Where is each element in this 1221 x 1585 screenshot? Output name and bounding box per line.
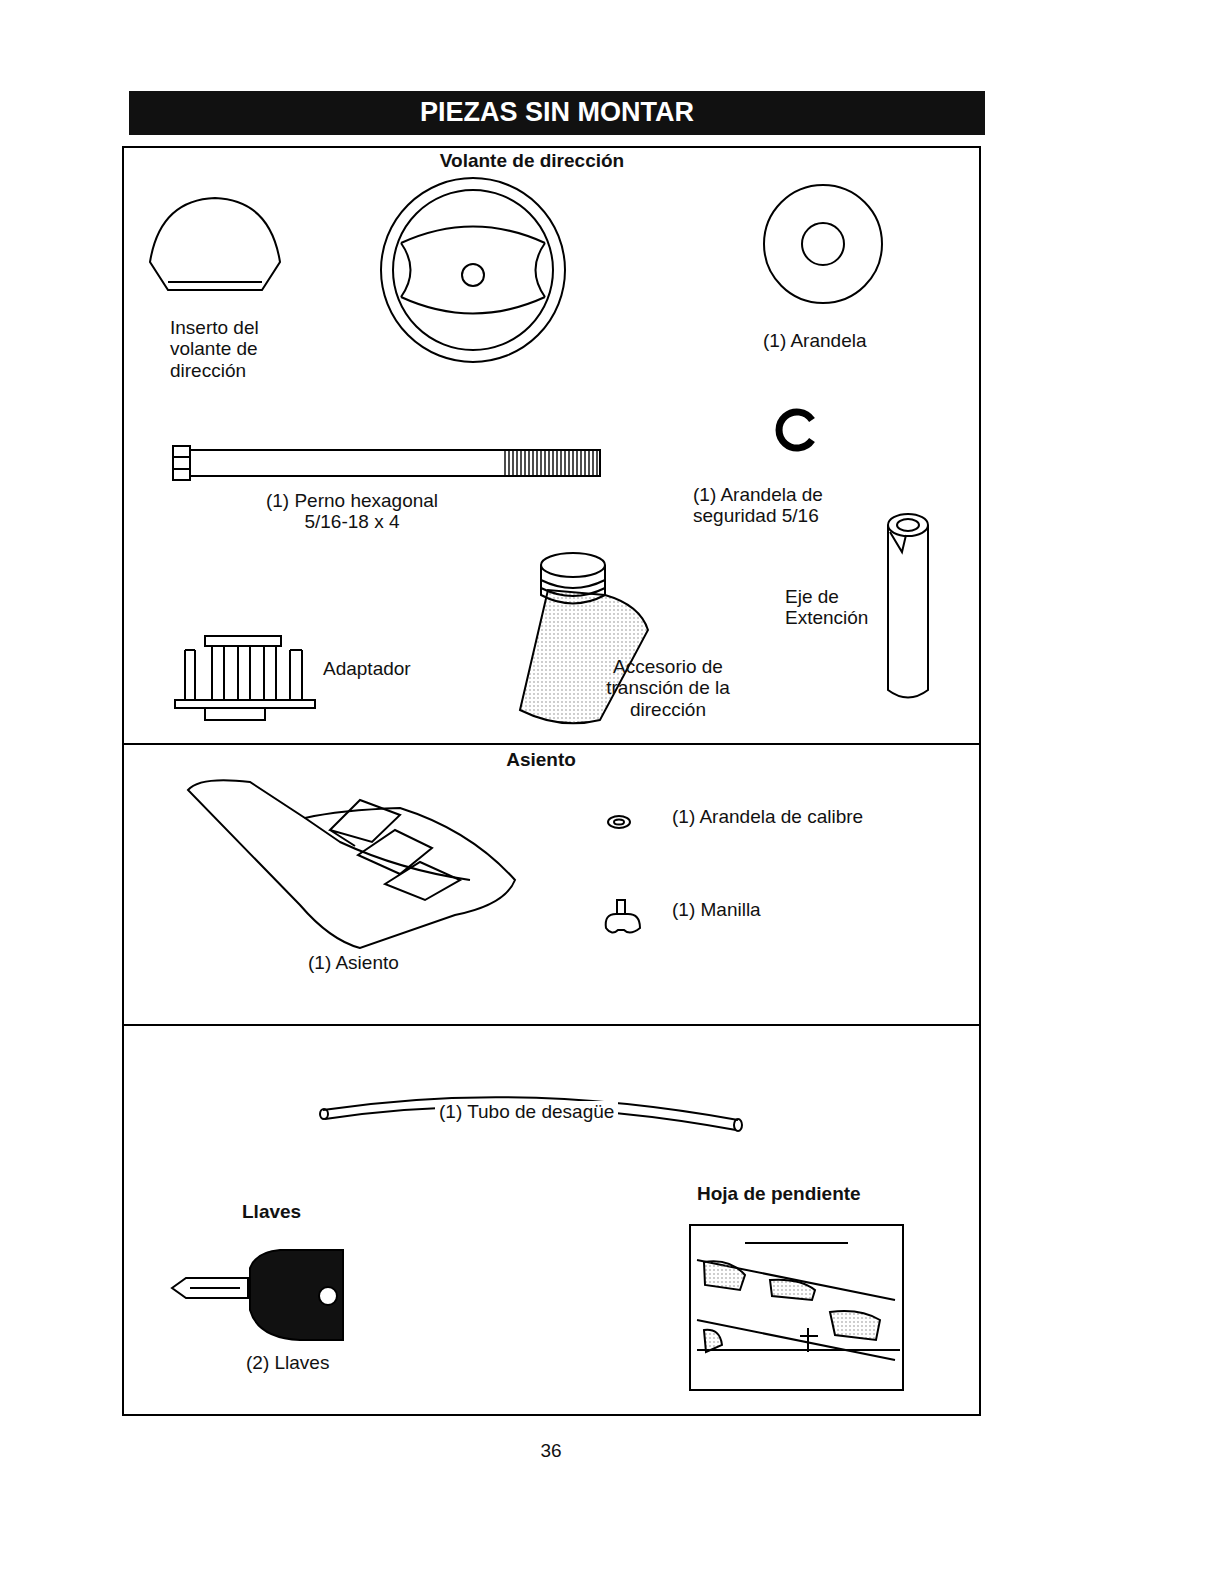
part-label: (1) Arandela bbox=[763, 330, 867, 351]
part-label: (1) Arandela de calibre bbox=[672, 806, 863, 827]
hex-bolt bbox=[173, 446, 600, 480]
part-label: (1) Tubo de desagüe bbox=[435, 1101, 618, 1122]
extension-shaft bbox=[888, 514, 928, 698]
gauge-washer bbox=[608, 816, 630, 828]
steering-wheel bbox=[381, 178, 565, 362]
part-label: Inserto del volante de dirección bbox=[170, 317, 288, 381]
key bbox=[172, 1250, 343, 1340]
part-label: (1) Perno hexagonal 5/16-18 x 4 bbox=[252, 490, 452, 533]
lock-washer bbox=[779, 412, 812, 448]
wing-knob bbox=[606, 900, 640, 933]
part-label: Asiento bbox=[441, 749, 641, 770]
part-label: Adaptador bbox=[323, 658, 411, 679]
part-label: (1) Manilla bbox=[672, 899, 761, 920]
page-title: PIEZAS SIN MONTAR bbox=[257, 97, 857, 127]
part-label: Llaves bbox=[242, 1201, 301, 1222]
part-label: Eje de Extención bbox=[785, 586, 881, 629]
part-label: (2) Llaves bbox=[246, 1352, 329, 1373]
part-label: Accesorio de transción de la dirección bbox=[583, 656, 753, 720]
wheel-insert bbox=[150, 198, 280, 290]
part-label: (1) Arandela de seguridad 5/16 bbox=[693, 484, 853, 527]
part-label: Hoja de pendiente bbox=[697, 1183, 861, 1204]
slope-gauge bbox=[690, 1225, 903, 1390]
part-label: Volante de dirección bbox=[382, 150, 682, 171]
part-label: 36 bbox=[511, 1440, 591, 1461]
panel-frame bbox=[123, 147, 980, 1415]
seat bbox=[188, 780, 515, 948]
part-label: (1) Asiento bbox=[308, 952, 399, 973]
drain-tube bbox=[320, 1097, 742, 1131]
washer bbox=[764, 185, 882, 303]
title-bar bbox=[129, 91, 985, 135]
adaptor bbox=[175, 636, 315, 720]
